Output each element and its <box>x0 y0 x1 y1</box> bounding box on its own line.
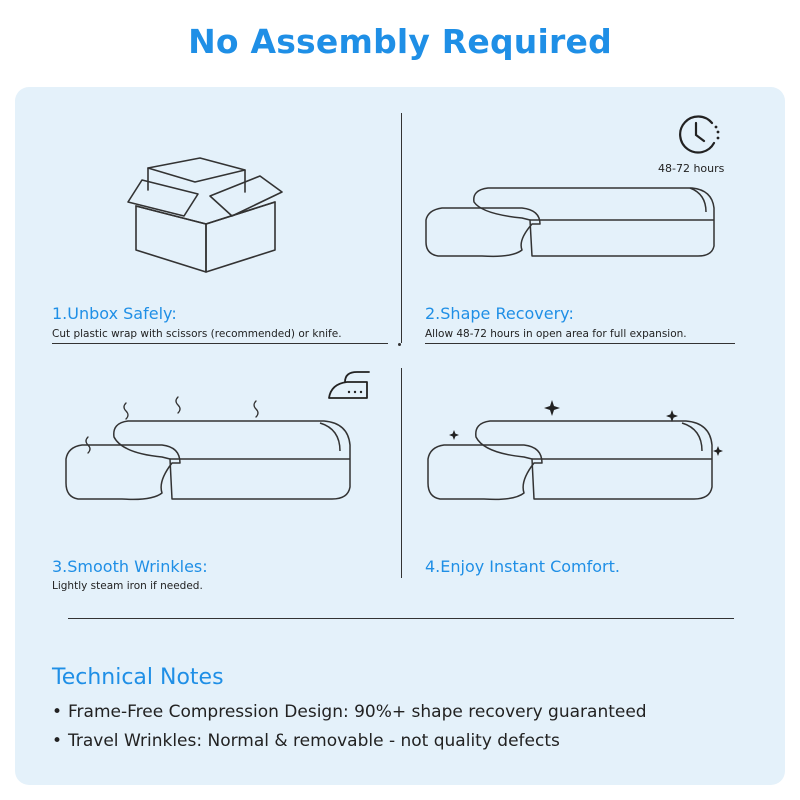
step-3-desc: Lightly steam iron if needed. <box>52 580 203 592</box>
bullet-icon: • <box>52 731 63 751</box>
divider-vertical-bottom <box>401 368 402 578</box>
step-3-title: 3.Smooth Wrinkles: <box>52 557 208 576</box>
sofa-illustration <box>65 420 351 501</box>
sofa-illustration <box>425 187 715 258</box>
technical-notes-title: Technical Notes <box>52 665 224 690</box>
page-title: No Assembly Required <box>188 22 612 61</box>
instructions-panel <box>15 87 785 785</box>
divider-section <box>68 618 734 619</box>
bullet-icon: • <box>52 702 63 722</box>
sparkle-icon <box>449 400 723 456</box>
technical-note-item: •Frame-Free Compression Design: 90%+ sha… <box>52 702 647 722</box>
step-2-title: 2.Shape Recovery: <box>425 304 574 323</box>
step-2-desc: Allow 48-72 hours in open area for full … <box>425 328 687 340</box>
divider-vertical-top <box>401 113 402 343</box>
iron-icon <box>328 371 370 399</box>
step-1-title: 1.Unbox Safely: <box>52 304 177 323</box>
box-icon <box>127 157 283 273</box>
step-4-title: 4.Enjoy Instant Comfort. <box>425 557 620 576</box>
recovery-time-label: 48-72 hours <box>658 162 725 175</box>
clock-icon <box>679 115 720 154</box>
step-1-desc: Cut plastic wrap with scissors (recommen… <box>52 328 342 340</box>
divider-step1 <box>52 343 388 344</box>
steam-icon <box>85 396 259 454</box>
technical-note-item: •Travel Wrinkles: Normal & removable - n… <box>52 731 560 751</box>
sofa-illustration <box>427 420 713 501</box>
divider-center-dot <box>398 343 401 346</box>
divider-step2 <box>425 343 735 344</box>
